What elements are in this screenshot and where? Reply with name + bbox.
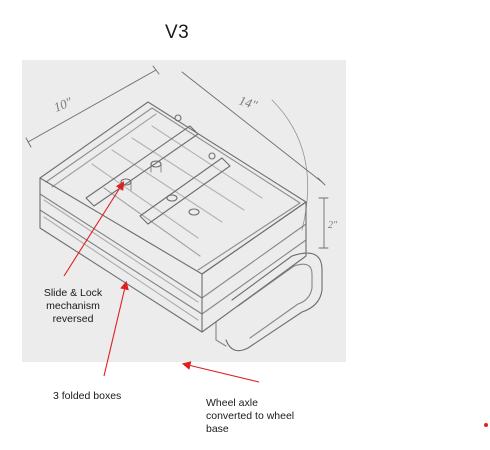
dimension-height-label: 2"	[328, 220, 338, 231]
annotation-slide-lock: Slide & Lock mechanism reversed	[43, 287, 103, 325]
dimension-length-label: 14"	[237, 93, 260, 113]
arrow-wheel-axle	[181, 361, 260, 383]
annotation-folded-boxes: 3 folded boxes	[53, 390, 122, 402]
page-title: V3	[165, 22, 190, 43]
red-dot-marker	[484, 423, 488, 427]
annotation-wheel-axle: Wheel axle converted to wheel base	[206, 397, 295, 435]
dimension-width-label: 10"	[52, 94, 75, 115]
